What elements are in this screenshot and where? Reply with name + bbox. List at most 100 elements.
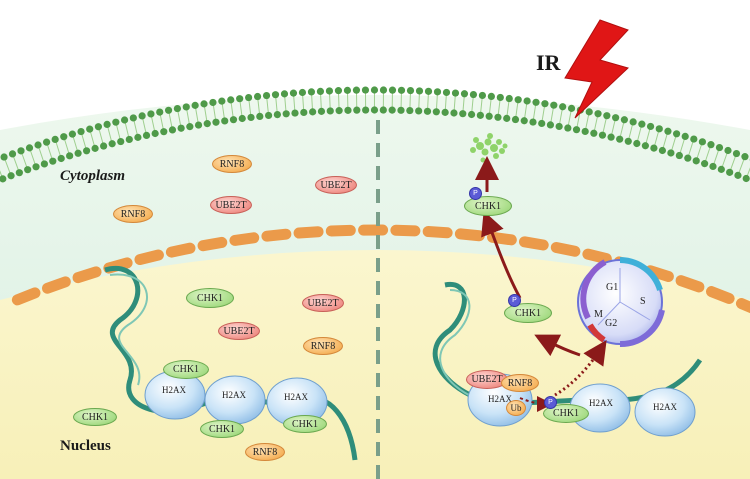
membrane-bead	[362, 106, 370, 114]
membrane-bead	[607, 133, 615, 141]
membrane-bead	[86, 125, 94, 133]
nucleus-label: Nucleus	[60, 438, 111, 454]
nuclear-envelope-segment	[644, 265, 674, 282]
membrane-bead	[300, 108, 308, 117]
membrane-bead	[264, 111, 273, 120]
membrane-bead	[229, 116, 238, 124]
membrane-bead	[282, 110, 290, 118]
arrow-to-cell-cycle	[534, 334, 581, 357]
membrane-bead	[218, 97, 226, 105]
membrane-bead	[177, 124, 185, 132]
nuclear-envelope-segment	[229, 232, 260, 246]
nuclear-envelope-segment	[705, 286, 735, 304]
nuclear-envelope-segment	[735, 298, 750, 314]
membrane-bead	[182, 103, 190, 111]
membrane-bead	[514, 96, 522, 104]
membrane-bead	[581, 127, 589, 136]
dna-strand-right-2	[439, 289, 476, 399]
ube2t-protein: UBE2T	[302, 294, 344, 312]
membrane-bead	[134, 133, 142, 141]
rnf8-protein: RNF8	[113, 205, 153, 223]
membrane-bead	[432, 108, 440, 116]
membrane-bead	[212, 118, 220, 126]
chk1-protein: CHK1	[464, 196, 512, 216]
membrane-bead	[253, 92, 262, 101]
membrane-bead	[732, 149, 741, 158]
membrane-bead	[49, 157, 57, 165]
membrane-bead	[541, 100, 549, 108]
membrane-bead	[658, 146, 667, 155]
nucleosome-6	[634, 387, 696, 437]
membrane-bead	[209, 98, 217, 107]
membrane-bead	[529, 118, 537, 126]
membrane-bead	[194, 121, 203, 129]
membrane-bead	[112, 118, 120, 126]
membrane-bead	[168, 126, 177, 134]
nuclear-envelope-segment	[11, 287, 41, 306]
membrane-bead	[734, 171, 742, 179]
membrane-bead	[94, 123, 102, 131]
membrane-bead	[442, 88, 451, 97]
phospho-badge: P	[469, 187, 482, 200]
membrane-bead	[624, 137, 632, 145]
membrane-bead	[15, 169, 23, 177]
membrane-bead	[397, 86, 406, 94]
membrane-bead	[156, 108, 164, 116]
membrane-bead	[503, 114, 511, 122]
membrane-bead	[238, 114, 246, 123]
nuclear-envelope-segment	[390, 224, 421, 237]
membrane-bead	[433, 88, 442, 96]
nuclear-envelope-segment	[675, 275, 705, 293]
membrane-bead	[379, 106, 387, 114]
membrane-bead	[256, 112, 264, 121]
membrane-bead	[68, 130, 76, 138]
membrane-bead	[546, 121, 555, 129]
membrane-bead	[603, 112, 611, 120]
membrane-bead	[424, 87, 433, 95]
membrane-bead	[672, 130, 681, 138]
membrane-bead	[598, 131, 607, 139]
membrane-bead	[60, 133, 68, 141]
membrane-bead	[742, 174, 750, 183]
membrane-bead	[594, 110, 602, 118]
nuclear-envelope-segment	[261, 228, 292, 242]
membrane-bead	[34, 141, 42, 149]
cell-membrane	[0, 86, 750, 183]
membrane-bead	[520, 117, 528, 125]
membrane-bead	[335, 107, 343, 115]
membrane-bead	[441, 108, 449, 116]
membrane-bead	[151, 129, 159, 138]
rnf8-protein: RNF8	[303, 337, 343, 355]
membrane-bead	[370, 106, 379, 114]
ube2t-protein: UBE2T	[210, 196, 252, 214]
membrane-bead	[505, 94, 513, 103]
membrane-bead	[638, 120, 646, 128]
nuclear-envelope-segment	[134, 249, 164, 266]
membrane-bead	[667, 149, 675, 157]
membrane-bead	[564, 124, 572, 132]
membrane-bead	[317, 107, 326, 115]
ub-tag: Ub	[506, 400, 526, 416]
membrane-bead	[467, 110, 476, 119]
membrane-bead	[741, 153, 749, 161]
membrane-bead	[641, 142, 649, 150]
nuclear-envelope-segment	[582, 248, 612, 265]
membrane-bead	[66, 152, 74, 160]
membrane-bead	[460, 90, 469, 98]
ir-lightning-icon	[564, 19, 629, 119]
membrane-bead	[675, 151, 683, 160]
membrane-bead	[717, 165, 725, 173]
membrane-bead	[273, 110, 281, 119]
membrane-bead	[361, 86, 370, 94]
membrane-bead	[203, 120, 211, 128]
membrane-bead	[343, 86, 352, 94]
chk1-protein: CHK1	[283, 415, 327, 433]
membrane-bead	[334, 87, 343, 95]
membrane-bead	[709, 162, 717, 171]
membrane-bead	[612, 114, 620, 122]
membrane-bead	[559, 103, 567, 111]
membrane-bead	[0, 153, 8, 161]
membrane-bead	[423, 107, 432, 115]
membrane-bead	[478, 91, 487, 100]
nuclear-envelope-segment	[72, 266, 102, 284]
